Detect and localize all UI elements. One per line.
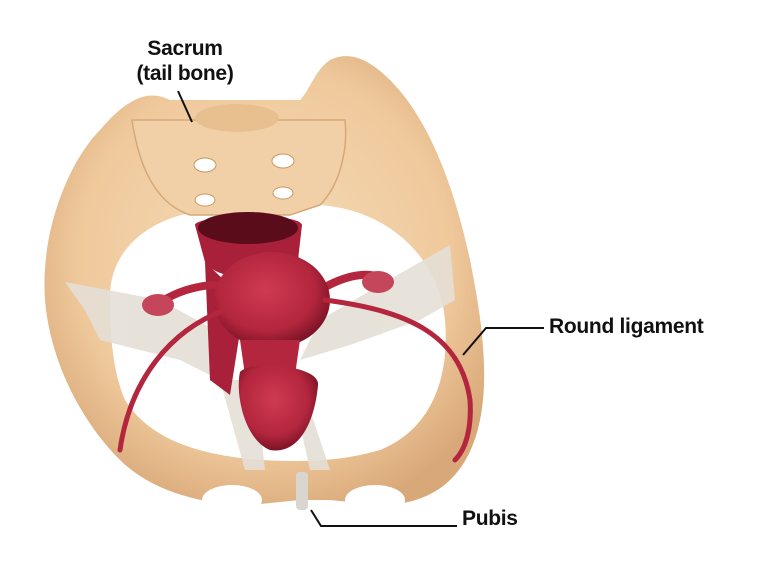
round-ligament-leader-line xyxy=(462,327,544,356)
sacrum-label-line1: Sacrum xyxy=(147,37,223,60)
sacrum xyxy=(131,104,347,216)
uterus xyxy=(142,252,394,451)
sacrum-label: Sacrum (tail bone) xyxy=(110,36,260,86)
sacrum-label-line2: (tail bone) xyxy=(136,62,234,85)
pubis-leader-line xyxy=(310,509,457,527)
pubis-label: Pubis xyxy=(462,507,518,530)
sacrum-leader-line xyxy=(177,90,193,123)
pubic-symphysis xyxy=(296,472,308,510)
leader-lines xyxy=(177,90,544,527)
round-ligaments xyxy=(117,297,473,463)
round-ligament-label: Round ligament xyxy=(549,315,704,338)
